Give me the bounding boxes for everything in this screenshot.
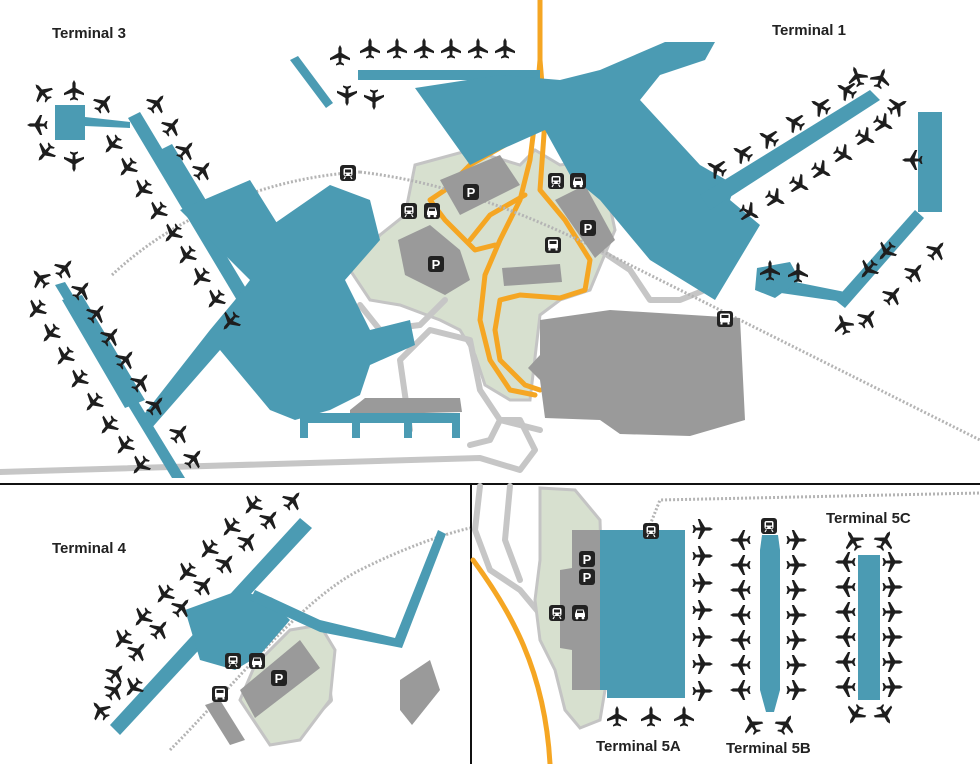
t4-cargo-shed bbox=[400, 660, 440, 725]
parking-icon[interactable] bbox=[463, 184, 479, 200]
car-icon[interactable] bbox=[570, 173, 586, 189]
bus-icon[interactable] bbox=[717, 311, 733, 327]
terminal-1-label: Terminal 1 bbox=[772, 22, 846, 39]
parking-structure-a bbox=[440, 155, 520, 215]
rail-line-t5 bbox=[648, 491, 980, 526]
rail-line-east bbox=[359, 170, 980, 442]
t5-ramps bbox=[560, 568, 572, 650]
car-icon[interactable] bbox=[424, 203, 440, 219]
t4-ramp bbox=[205, 700, 245, 745]
t5a-link bbox=[600, 530, 610, 690]
train-icon[interactable] bbox=[339, 164, 357, 182]
parking-icon[interactable] bbox=[579, 569, 595, 585]
terminal-5-panel bbox=[470, 483, 980, 764]
train-icon[interactable] bbox=[400, 202, 418, 220]
main-road-loop bbox=[492, 57, 593, 393]
t1-pier-east bbox=[918, 112, 942, 212]
t4-connector bbox=[250, 530, 446, 648]
terminal-3-complex bbox=[55, 56, 460, 478]
t3-connector bbox=[290, 56, 333, 108]
main-airport-panel bbox=[0, 0, 980, 481]
service-building bbox=[502, 264, 562, 286]
terminal-5b-label: Terminal 5B bbox=[726, 740, 811, 757]
main-road-branch bbox=[467, 192, 528, 243]
t3-car-park bbox=[350, 398, 462, 415]
t3-pier-west-wing bbox=[62, 295, 145, 408]
car-icon[interactable] bbox=[249, 653, 265, 669]
terminal-4-panel bbox=[85, 485, 471, 752]
terminal-5a-label: Terminal 5A bbox=[596, 738, 681, 755]
t3-satellite bbox=[55, 105, 85, 140]
t2-main-building bbox=[415, 42, 760, 300]
terminal-3-label: Terminal 3 bbox=[52, 25, 126, 42]
terminal-5c-building bbox=[858, 555, 880, 700]
parking-icon[interactable] bbox=[579, 551, 595, 567]
ring-road bbox=[397, 327, 543, 433]
train-icon[interactable] bbox=[642, 522, 660, 540]
parking-icon[interactable] bbox=[428, 256, 444, 272]
terminal-5b-building bbox=[760, 535, 780, 712]
t3-satellite-link bbox=[85, 117, 130, 128]
train-icon[interactable] bbox=[224, 652, 242, 670]
train-icon[interactable] bbox=[760, 517, 778, 535]
terminal-5c-label: Terminal 5C bbox=[826, 510, 911, 527]
train-icon[interactable] bbox=[548, 604, 566, 622]
terminal-5a-building bbox=[607, 530, 685, 698]
t1-pier-long bbox=[700, 90, 880, 210]
car-icon[interactable] bbox=[572, 605, 588, 621]
t5-road bbox=[472, 483, 548, 623]
cargo-building-large bbox=[528, 310, 745, 436]
parking-icon[interactable] bbox=[271, 670, 287, 686]
t3-front-building bbox=[300, 413, 460, 423]
t5-road-west bbox=[502, 483, 523, 583]
terminal-4-label: Terminal 4 bbox=[52, 540, 126, 557]
train-icon[interactable] bbox=[547, 172, 565, 190]
t5-main-road bbox=[470, 557, 553, 764]
t3-main-building bbox=[138, 180, 415, 430]
loop-road-east bbox=[597, 247, 708, 303]
access-road bbox=[0, 417, 538, 475]
parking-icon[interactable] bbox=[580, 220, 596, 236]
t4-main-building bbox=[185, 590, 290, 670]
bus-icon[interactable] bbox=[212, 686, 228, 702]
t1-pier-south bbox=[835, 210, 924, 308]
bus-icon[interactable] bbox=[545, 237, 561, 253]
